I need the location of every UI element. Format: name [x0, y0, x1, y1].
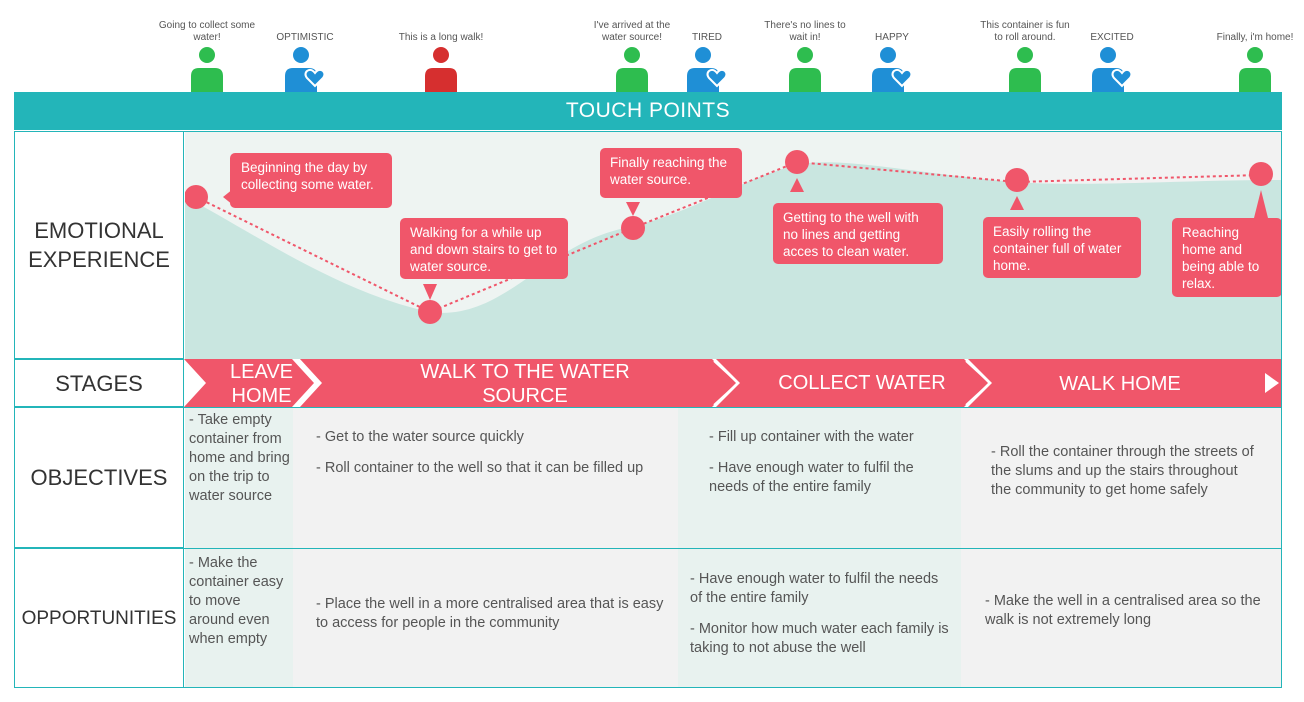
- opportunity-collect: - Have enough water to fulfil the needs …: [690, 571, 949, 656]
- person-icon: [1009, 47, 1041, 92]
- column-bg-collect: [678, 407, 961, 687]
- emotion-point: [1005, 168, 1029, 192]
- opportunity-walk-home: - Make the well in a centralised area so…: [985, 593, 1261, 628]
- person-icon: [789, 47, 821, 92]
- persona-excited: EXCITED: [1062, 18, 1162, 92]
- emotion-point: [785, 150, 809, 174]
- row-label-opportunities: OPPORTUNITIES: [14, 548, 184, 688]
- persona-caption: TIRED: [692, 32, 722, 43]
- objective-leave-home: - Take empty container from home and bri…: [189, 412, 290, 504]
- stage-chevron: [968, 359, 1281, 407]
- opportunity-leave-home: - Make the container easy to move around…: [189, 555, 284, 647]
- emotion-point: [185, 185, 208, 209]
- emotion-bubble: Reaching home and being able to relax.: [1172, 218, 1282, 297]
- stage-collect-water: COLLECT WATER: [778, 372, 946, 394]
- persona-caption: OPTIMISTIC: [276, 32, 334, 43]
- persona-optimistic: OPTIMISTIC: [255, 18, 355, 92]
- person-heart-icon: [285, 47, 326, 92]
- opportunity-walk: - Place the well in a more centralised a…: [316, 596, 664, 631]
- emotion-line: [195, 160, 1262, 314]
- persona-caption: This container is fun to roll around.: [980, 20, 1070, 43]
- person-icon: [616, 47, 648, 92]
- emotion-area: [185, 162, 1281, 359]
- persona-caption: Going to collect some water!: [158, 20, 256, 43]
- person-heart-icon: [872, 47, 913, 92]
- persona-long-walk: This is a long walk!: [391, 18, 491, 92]
- persona-caption: EXCITED: [1090, 32, 1134, 43]
- column-bg-walk: [293, 407, 678, 687]
- emotion-bubble: Beginning the day by collecting some wat…: [230, 153, 392, 208]
- column-bg-leave-home: [185, 407, 293, 687]
- grid-line: [184, 407, 1282, 408]
- persona-fun-to-roll: This container is fun to roll around.: [975, 18, 1075, 92]
- person-icon: [1239, 47, 1271, 92]
- person-icon: [191, 47, 223, 92]
- emotion-point: [621, 216, 645, 240]
- grid-line: [184, 548, 1282, 549]
- stage-chevron: [184, 359, 314, 407]
- persona-going-to-collect: Going to collect some water!: [157, 18, 257, 92]
- stage-chevron: [716, 359, 988, 407]
- column-bg-walk-home: [961, 407, 1281, 687]
- emotion-bubble: Walking for a while up and down stairs t…: [400, 218, 568, 279]
- stages-band: [184, 359, 1281, 407]
- person-heart-icon: [1092, 47, 1133, 92]
- grid-line: [184, 687, 1282, 688]
- row-label-emotional: EMOTIONAL EXPERIENCE: [14, 131, 184, 359]
- grid-line: [1281, 131, 1282, 688]
- persona-home: Finally, i'm home!: [1205, 18, 1304, 92]
- persona-caption: Finally, i'm home!: [1216, 32, 1294, 43]
- emotion-point: [1249, 162, 1273, 186]
- emotion-bubble: Finally reaching the water source.: [600, 148, 742, 198]
- stage-chevron: [300, 359, 736, 407]
- objective-walk: - Get to the water source quickly - Roll…: [316, 429, 644, 476]
- row-label-stages: STAGES: [14, 359, 184, 407]
- persona-caption: I've arrived at the water source!: [593, 20, 671, 43]
- touch-points-bar: TOUCH POINTS: [14, 92, 1282, 130]
- row-label-objectives: OBJECTIVES: [14, 407, 184, 548]
- persona-row: Going to collect some water! OPTIMISTIC …: [0, 0, 1304, 92]
- emotion-bubble: Easily rolling the container full of wat…: [983, 217, 1141, 278]
- emotion-bubble: Getting to the well with no lines and ge…: [773, 203, 943, 264]
- stage-leave-home: LEAVE HOME: [230, 361, 293, 407]
- person-icon: [425, 47, 457, 92]
- persona-arrived: I've arrived at the water source!: [582, 18, 682, 92]
- persona-caption: This is a long walk!: [398, 32, 484, 43]
- persona-no-lines: There's no lines to wait in!: [755, 18, 855, 92]
- person-heart-icon: [687, 47, 728, 92]
- objective-walk-home: - Roll the container through the streets…: [991, 444, 1254, 498]
- emotion-point: [418, 300, 442, 324]
- stage-walk-home: WALK HOME: [1059, 373, 1181, 395]
- persona-caption: There's no lines to wait in!: [764, 20, 846, 43]
- grid-line: [184, 131, 1282, 132]
- stage-walk-to-water: WALK TO THE WATER SOURCE: [420, 361, 630, 407]
- persona-tired: TIRED: [657, 18, 757, 92]
- objective-collect: - Fill up container with the water - Hav…: [709, 429, 914, 495]
- persona-happy: HAPPY: [842, 18, 942, 92]
- persona-caption: HAPPY: [875, 32, 909, 43]
